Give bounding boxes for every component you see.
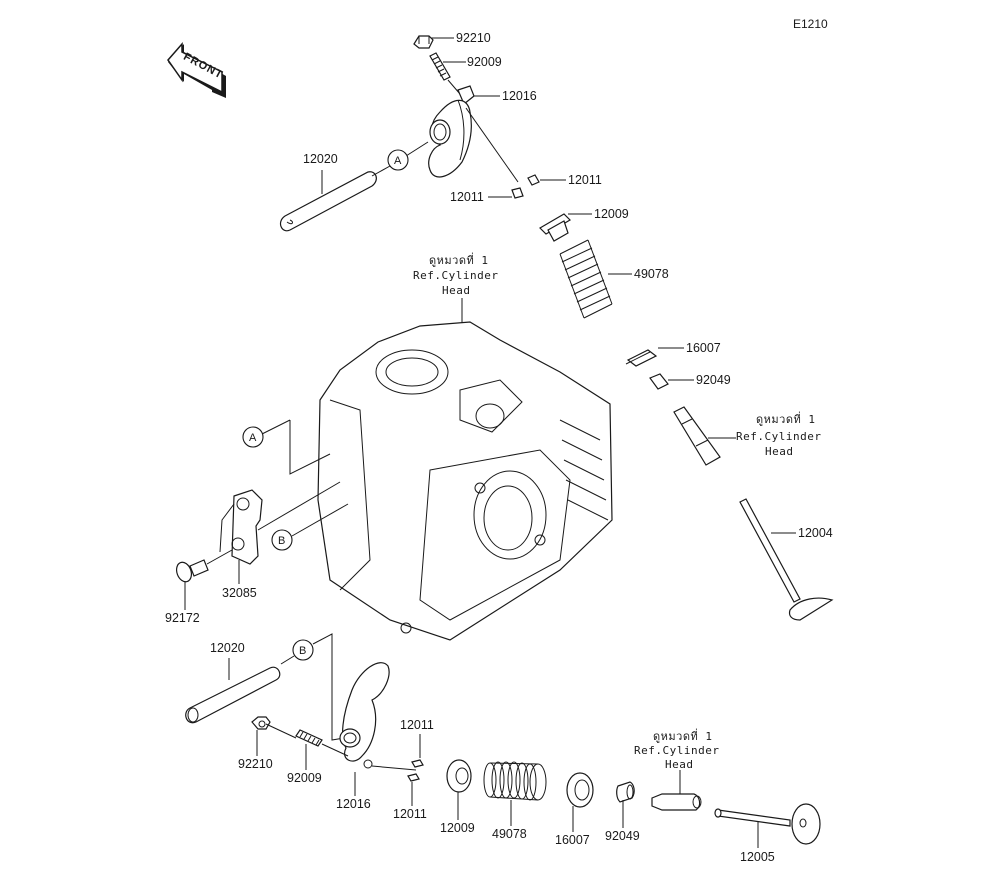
callout-a-left: A bbox=[242, 426, 264, 448]
seat-16007-top[interactable] bbox=[625, 349, 658, 367]
ref-note-right: ดูหมวดที่ 1 Ref.Cylinder Head bbox=[736, 411, 821, 458]
part-label-12020-bottom[interactable]: 12020 bbox=[210, 641, 245, 655]
retainer-12009-top[interactable] bbox=[539, 213, 571, 242]
keeper-12011-bottom-top[interactable] bbox=[411, 759, 424, 768]
valve-guide-top[interactable] bbox=[673, 406, 721, 466]
ref-note-center: ดูหมวดที่ 1 Ref.Cylinder Head bbox=[413, 252, 498, 297]
valve-guide-bottom[interactable] bbox=[651, 793, 702, 811]
part-label-12004[interactable]: 12004 bbox=[798, 526, 833, 540]
part-label-12016-top[interactable]: 12016 bbox=[502, 89, 537, 103]
part-label-92210-top[interactable]: 92210 bbox=[456, 31, 491, 45]
cylinder-head bbox=[317, 321, 613, 641]
exhaust-valve-12004[interactable] bbox=[739, 498, 834, 621]
part-label-92210-bottom[interactable]: 92210 bbox=[238, 757, 273, 771]
part-label-12011-top-left[interactable]: 12011 bbox=[450, 190, 484, 204]
rocker-shaft-12020-bottom[interactable] bbox=[185, 666, 281, 724]
ref-note-bottom: ดูหมวดที่ 1 Ref.Cylinder Head bbox=[634, 728, 719, 771]
svg-text:A: A bbox=[394, 155, 402, 167]
part-label-12009-bottom[interactable]: 12009 bbox=[440, 821, 475, 835]
svg-text:Head: Head bbox=[442, 284, 471, 297]
part-label-49078-bottom[interactable]: 49078 bbox=[492, 827, 527, 841]
rocker-arm-12016-top[interactable] bbox=[428, 85, 475, 178]
part-label-92172[interactable]: 92172 bbox=[165, 611, 200, 625]
svg-text:Ref.Cylinder: Ref.Cylinder bbox=[634, 744, 719, 757]
callout-b-left: B bbox=[271, 529, 293, 551]
rocker-arm-12016-bottom[interactable] bbox=[339, 662, 390, 769]
svg-text:Head: Head bbox=[665, 758, 694, 771]
part-label-92049-bottom[interactable]: 92049 bbox=[605, 829, 640, 843]
front-arrow-icon: FRONT bbox=[167, 42, 226, 98]
intake-valve-12005[interactable] bbox=[714, 803, 821, 845]
part-label-16007-bottom[interactable]: 16007 bbox=[555, 833, 590, 847]
part-label-12005[interactable]: 12005 bbox=[740, 850, 775, 864]
part-label-92049-top[interactable]: 92049 bbox=[696, 373, 731, 387]
part-label-92009-bottom[interactable]: 92009 bbox=[287, 771, 322, 785]
svg-text:ดูหมวดที่ 1: ดูหมวดที่ 1 bbox=[429, 252, 488, 267]
part-label-12011-top-right[interactable]: 12011 bbox=[568, 173, 602, 187]
oil-seal-92049-bottom[interactable] bbox=[616, 781, 635, 803]
part-label-16007-top[interactable]: 16007 bbox=[686, 341, 721, 355]
nut-92210-top[interactable] bbox=[413, 35, 434, 49]
keeper-12011-top-right[interactable] bbox=[527, 174, 540, 186]
screw-92172[interactable] bbox=[174, 559, 209, 584]
oil-seal-92049-top[interactable] bbox=[649, 373, 669, 390]
part-label-12011-bottom-bottom[interactable]: 12011 bbox=[393, 807, 427, 821]
callout-a-top: A bbox=[387, 149, 409, 171]
plate-32085[interactable] bbox=[219, 489, 263, 565]
part-label-12011-bottom-top[interactable]: 12011 bbox=[400, 718, 434, 732]
nut-92210-bottom[interactable] bbox=[251, 716, 271, 730]
callout-b-bottom: B bbox=[292, 639, 314, 661]
seat-16007-bottom[interactable] bbox=[566, 772, 594, 808]
valve-spring-49078-bottom[interactable] bbox=[483, 761, 547, 801]
screw-92009-top[interactable] bbox=[429, 52, 451, 81]
part-label-12020-top[interactable]: 12020 bbox=[303, 152, 338, 166]
svg-text:A: A bbox=[249, 432, 257, 444]
keeper-12011-bottom-bottom[interactable] bbox=[407, 773, 420, 782]
svg-text:ดูหมวดที่ 1: ดูหมวดที่ 1 bbox=[756, 411, 815, 426]
retainer-12009-bottom[interactable] bbox=[446, 759, 472, 793]
rocker-shaft-12020-top[interactable] bbox=[279, 171, 377, 232]
valve-spring-49078-top[interactable] bbox=[559, 239, 613, 319]
part-label-92009-top[interactable]: 92009 bbox=[467, 55, 502, 69]
part-label-32085[interactable]: 32085 bbox=[222, 586, 257, 600]
svg-text:Head: Head bbox=[765, 445, 794, 458]
screw-92009-bottom[interactable] bbox=[295, 729, 323, 747]
diagram-code: E1210 bbox=[793, 17, 828, 31]
svg-text:B: B bbox=[278, 535, 285, 547]
svg-text:Ref.Cylinder: Ref.Cylinder bbox=[736, 430, 821, 443]
svg-text:ดูหมวดที่ 1: ดูหมวดที่ 1 bbox=[653, 728, 712, 743]
part-label-12009-top[interactable]: 12009 bbox=[594, 207, 629, 221]
svg-text:B: B bbox=[299, 645, 306, 657]
part-label-49078-top[interactable]: 49078 bbox=[634, 267, 669, 281]
part-label-12016-bottom[interactable]: 12016 bbox=[336, 797, 371, 811]
keeper-12011-top-left[interactable] bbox=[511, 187, 524, 199]
svg-text:Ref.Cylinder: Ref.Cylinder bbox=[413, 269, 498, 282]
